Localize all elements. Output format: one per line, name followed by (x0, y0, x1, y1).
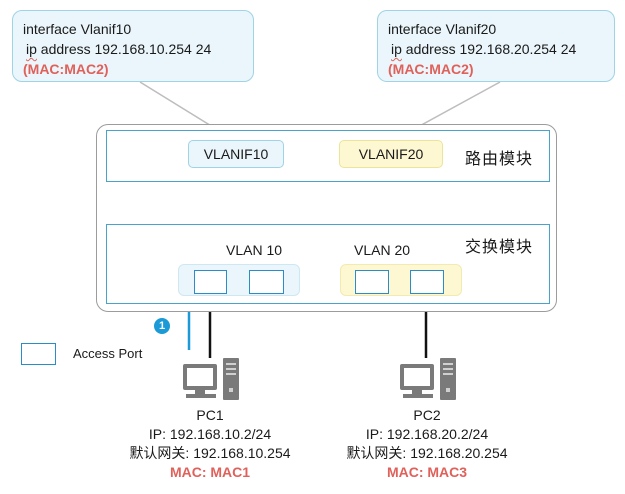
callout-ip-keyword: ip (391, 41, 402, 57)
vlanif10-interface: VLANIF10 (188, 140, 284, 168)
routing-module-label: 路由模块 (465, 151, 534, 168)
vlan20-access-port-2 (410, 270, 444, 294)
pc2-gateway: 默认网关: 192.168.20.254 (346, 445, 508, 461)
access-port-icon (21, 343, 56, 365)
pc1-ip: IP: 192.168.10.2/24 (148, 426, 272, 442)
callout-mac-text: (MAC:MAC2) (23, 61, 109, 77)
vlan10-access-port-2 (249, 270, 284, 294)
pc2-mac: MAC: MAC3 (386, 464, 468, 480)
vlan20-label: VLAN 20 (354, 242, 411, 258)
callout-vlanif10-config: interface Vlanif10 ip address 192.168.10… (12, 10, 254, 82)
step-badge-icon: 1 (154, 318, 170, 334)
vlanif20-interface: VLANIF20 (339, 140, 443, 168)
routing-module (106, 130, 550, 182)
vlan10-access-port-1 (194, 270, 227, 294)
pc2-ip: IP: 192.168.20.2/24 (365, 426, 489, 442)
legend-access-port-label: Access Port (73, 346, 143, 361)
callout-ip-keyword: ip (26, 41, 37, 57)
switching-module-label: 交换模块 (465, 239, 534, 256)
pc2-name: PC2 (413, 407, 441, 423)
vlan10-label: VLAN 10 (226, 242, 283, 258)
callout-vlanif20-config: interface Vlanif20 ip address 192.168.20… (377, 10, 615, 82)
callout-mac-text: (MAC:MAC2) (388, 61, 474, 77)
callout-ip-address: address 192.168.10.254 24 (36, 41, 212, 57)
pc1-icon (183, 358, 239, 400)
pc1-gateway: 默认网关: 192.168.10.254 (129, 445, 291, 461)
pc1-info: PC1 IP: 192.168.10.2/24 默认网关: 192.168.10… (100, 406, 320, 482)
pc2-icon (400, 358, 456, 400)
pc1-name: PC1 (196, 407, 224, 423)
callout-ip-text: ip address 192.168.20.254 24 (388, 39, 604, 59)
callout-interface-text: interface Vlanif20 (388, 21, 497, 37)
callout-interface-text: interface Vlanif10 (23, 21, 132, 37)
callout-ip-text: ip address 192.168.10.254 24 (23, 39, 243, 59)
pc1-mac: MAC: MAC1 (169, 464, 251, 480)
callout-ip-address: address 192.168.20.254 24 (401, 41, 577, 57)
vlan20-access-port-1 (355, 270, 389, 294)
pc2-info: PC2 IP: 192.168.20.2/24 默认网关: 192.168.20… (317, 406, 537, 482)
